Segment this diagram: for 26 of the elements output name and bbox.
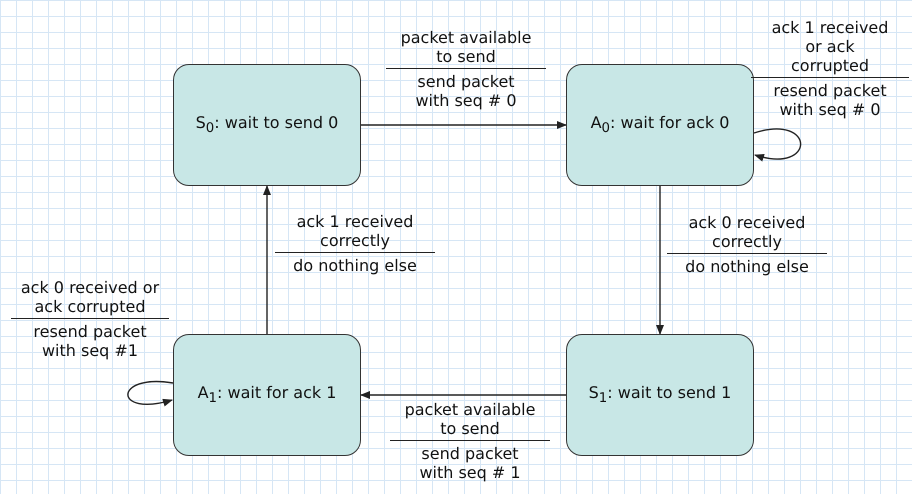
state-box bbox=[173, 334, 361, 456]
state-box bbox=[566, 64, 754, 186]
state-box bbox=[173, 64, 361, 186]
edge-label: packet available to send bbox=[404, 400, 536, 438]
state-label: S$_{1}$: wait to send 1 bbox=[588, 383, 732, 407]
action-label: do nothing else bbox=[684, 257, 810, 276]
edge-label: ack 0 received or ack corrupted bbox=[20, 278, 160, 316]
state-label: A$_{1}$: wait for ack 1 bbox=[198, 383, 336, 407]
action-label: send packet with seq # 1 bbox=[418, 444, 522, 482]
state-label: A$_{0}$: wait for ack 0 bbox=[590, 113, 730, 137]
state-label: S$_{0}$: wait to send 0 bbox=[196, 113, 338, 137]
arrow bbox=[361, 121, 567, 129]
arrow bbox=[656, 186, 664, 335]
arrow bbox=[360, 391, 566, 399]
arrow bbox=[754, 128, 802, 161]
arrow bbox=[127, 380, 174, 406]
edge-label: ack 1 received or ack corrupted bbox=[770, 18, 890, 75]
action-label: resend packet with seq #1 bbox=[32, 322, 148, 360]
action-label: send packet with seq # 0 bbox=[414, 72, 518, 110]
arrow bbox=[263, 185, 271, 334]
edge-label: packet available to send bbox=[400, 28, 532, 66]
edge-label: ack 1 received correctly bbox=[296, 212, 414, 250]
action-label: resend packet with seq # 0 bbox=[772, 81, 888, 119]
state-box bbox=[566, 334, 754, 456]
action-label: do nothing else bbox=[292, 256, 418, 275]
edge-label: ack 0 received correctly bbox=[688, 213, 806, 251]
